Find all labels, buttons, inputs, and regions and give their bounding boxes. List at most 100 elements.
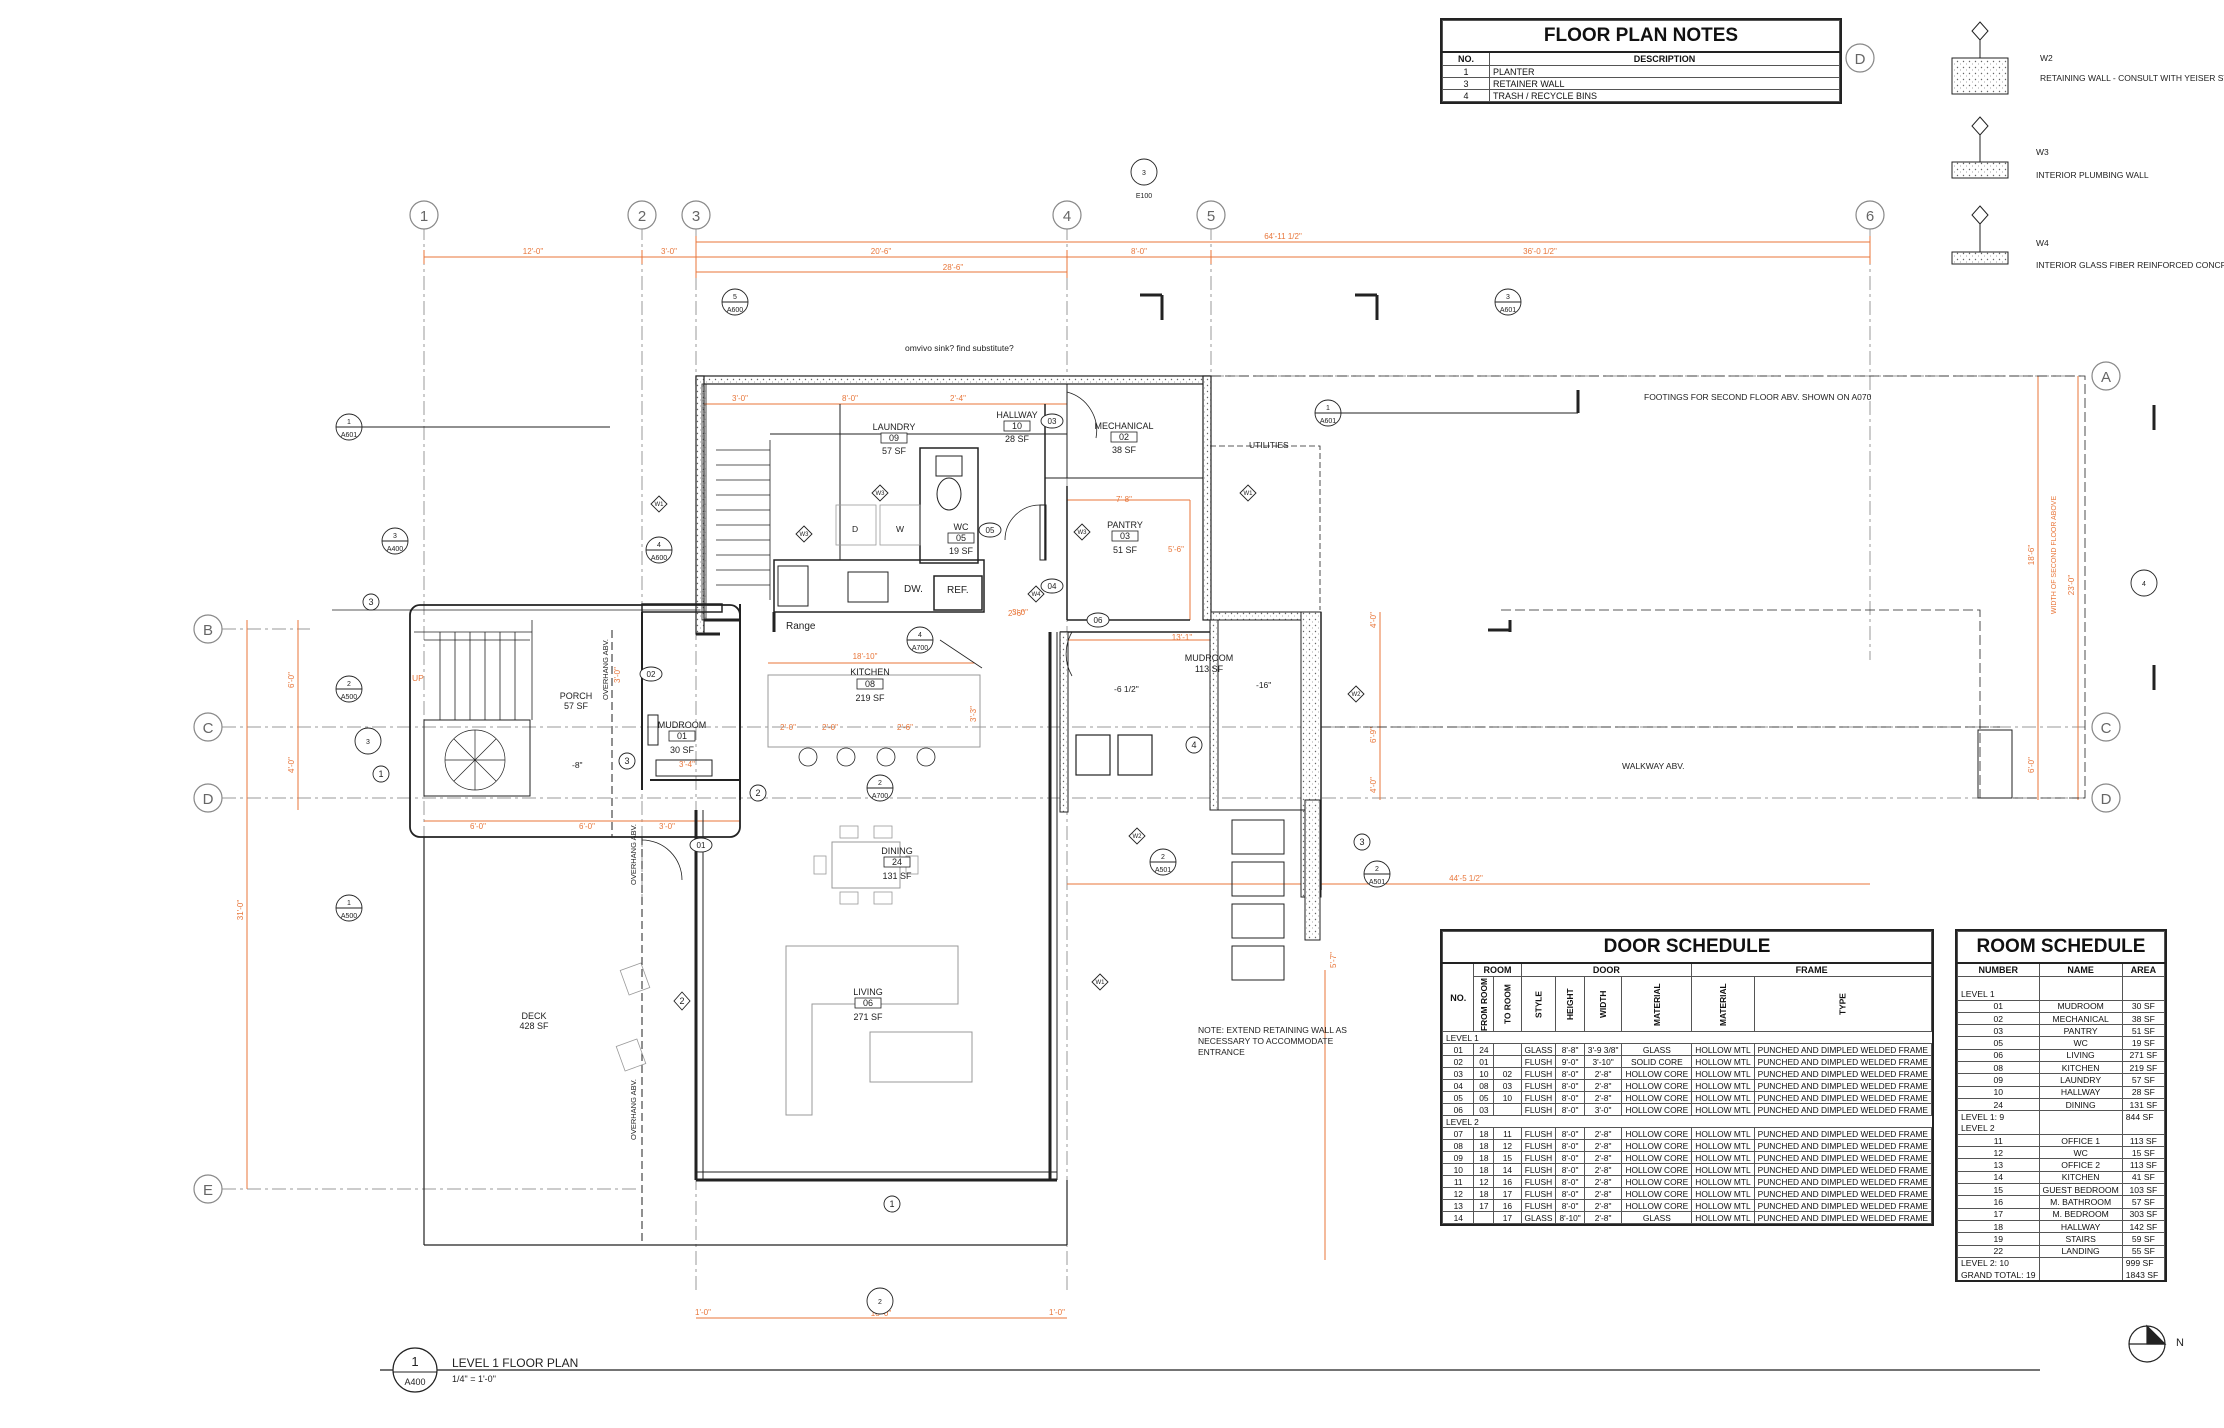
door-cell: PUNCHED AND DIMPLED WELDED FRAME (1753, 1175, 1933, 1188)
door-cell: PUNCHED AND DIMPLED WELDED FRAME (1753, 1187, 1933, 1200)
room-pantry-num: 03 (1120, 531, 1130, 541)
dim-int-19: 6'-9" (1369, 727, 1378, 743)
room-cell: 113 SF (2121, 1158, 2166, 1172)
grid-label-D-right: D (2101, 791, 2112, 808)
door-tag-01: 01 (689, 837, 713, 853)
svg-text:4: 4 (918, 632, 922, 639)
svg-text:W2: W2 (1352, 692, 1362, 698)
svg-text:3: 3 (1506, 294, 1510, 301)
dim-right-3: 6'-0" (2027, 757, 2036, 773)
room-pantry-name: PANTRY (1107, 520, 1143, 530)
room-wc-name: WC (954, 522, 969, 532)
door-tag-05: 05 (978, 522, 1002, 538)
dim-bottom-1: 1'-0" (695, 1308, 711, 1317)
room-cell: 06 (1957, 1048, 2040, 1063)
door-cell: 8'-0" (1555, 1199, 1585, 1212)
grid-label-C: C (203, 720, 214, 737)
door-cell: 8'-0" (1555, 1091, 1585, 1104)
walls (332, 293, 2156, 1371)
dryer-label: D (852, 524, 858, 534)
door-header-height: HEIGHT (1555, 976, 1585, 1032)
dim-int-10: 2'-6" (897, 723, 913, 732)
door-cell: PUNCHED AND DIMPLED WELDED FRAME (1753, 1103, 1933, 1116)
section-marker-A600-left: 3 (354, 727, 382, 755)
door-cell: 18 (1473, 1187, 1495, 1200)
sheet-scale: 1/4" = 1'-0" (452, 1374, 496, 1384)
room-row-section: LEVEL 1 (1957, 988, 2166, 1001)
retaining-note-3: ENTRANCE (1198, 1047, 1245, 1057)
door-cell: HOLLOW CORE (1621, 1175, 1693, 1188)
door-header-from-room: FROM ROOM (1473, 976, 1494, 1032)
room-cell: 15 SF (2121, 1146, 2166, 1160)
room-cell: 1843 SF (2121, 1269, 2166, 1281)
door-cell: 11 (1493, 1127, 1522, 1140)
door-cell: HOLLOW MTL (1691, 1199, 1755, 1212)
annotations: omvivo sink? find substitute? FOOTINGS F… (412, 343, 1872, 1140)
room-living-name: LIVING (853, 987, 883, 997)
room-cell: GUEST BEDROOM (2038, 1183, 2123, 1197)
room-cell: 08 (1957, 1061, 2040, 1075)
grid-label-4: 4 (1063, 208, 1071, 225)
door-header-door-material: MATERIAL (1621, 976, 1692, 1032)
room-cell: 142 SF (2121, 1219, 2166, 1234)
room-cell: 131 SF (2121, 1097, 2166, 1112)
room-cell: LEVEL 2 (1957, 1122, 2040, 1135)
room-mudroom-name: MUDROOM (658, 720, 707, 730)
door-cell: PUNCHED AND DIMPLED WELDED FRAME (1753, 1055, 1933, 1068)
room-cell: MECHANICAL (2038, 1011, 2123, 1026)
door-cell: 8'-0" (1555, 1187, 1585, 1200)
door-header-frame-material: MATERIAL (1691, 976, 1755, 1032)
door-cell: 8'-0" (1555, 1067, 1585, 1080)
retaining-note-1: NOTE: EXTEND RETAINING WALL AS (1198, 1025, 1347, 1035)
dw-label: DW. (904, 584, 923, 595)
door-cell: 16 (1493, 1175, 1522, 1188)
room-cell: 10 (1957, 1085, 2040, 1099)
dim-top-1: 12'-0" (523, 247, 544, 256)
door-cell: FLUSH (1520, 1187, 1557, 1200)
door-cell: 18 (1473, 1163, 1495, 1176)
sheet-title: LEVEL 1 FLOOR PLAN (452, 1356, 578, 1370)
dim-right-1: 18'-6" (2027, 545, 2036, 566)
door-cell: FLUSH (1520, 1139, 1557, 1152)
walkway-label: WALKWAY ABV. (1622, 761, 1685, 771)
door-cell: HOLLOW MTL (1691, 1103, 1755, 1116)
wall-tag-w3-b: W3 (795, 525, 813, 543)
svg-text:06: 06 (1094, 616, 1103, 625)
door-group-door: DOOR (1520, 962, 1693, 977)
room-cell: OFFICE 2 (2038, 1158, 2123, 1172)
door-cell: 18 (1473, 1151, 1495, 1164)
room-wc-num: 05 (956, 533, 966, 543)
notes-cell-description: PLANTER (1489, 65, 1840, 78)
door-cell: PUNCHED AND DIMPLED WELDED FRAME (1753, 1091, 1933, 1104)
room-cell: LEVEL 2: 10 (1957, 1257, 2040, 1270)
elev-2: -16" (1256, 680, 1271, 690)
room-cell (2038, 1110, 2123, 1123)
svg-text:A400: A400 (387, 546, 403, 553)
svg-text:02: 02 (647, 670, 656, 679)
door-section-label: LEVEL 1 (1442, 1031, 1932, 1044)
wall-tag-w3-a: W3 (871, 484, 889, 502)
keynote-3-c: 3 (1353, 833, 1371, 851)
door-cell: 2'-8" (1583, 1091, 1623, 1104)
room-cell: 844 SF (2121, 1110, 2166, 1123)
door-cell: PUNCHED AND DIMPLED WELDED FRAME (1753, 1127, 1933, 1140)
wall-type-w2: W2 RETAINING WALL - CONSULT WITH YEISER … (1951, 21, 2224, 95)
door-cell: 3'-10" (1583, 1055, 1623, 1068)
elev-3: -8" (572, 760, 583, 770)
door-schedule-table: DOOR SCHEDULE NO. ROOM DOOR FRAME FROM R… (1440, 929, 1934, 1226)
room-schedule-title: ROOM SCHEDULE (1957, 931, 2165, 964)
mudroom-east-name: MUDROOM (1185, 653, 1234, 663)
svg-text:2: 2 (878, 1299, 882, 1306)
